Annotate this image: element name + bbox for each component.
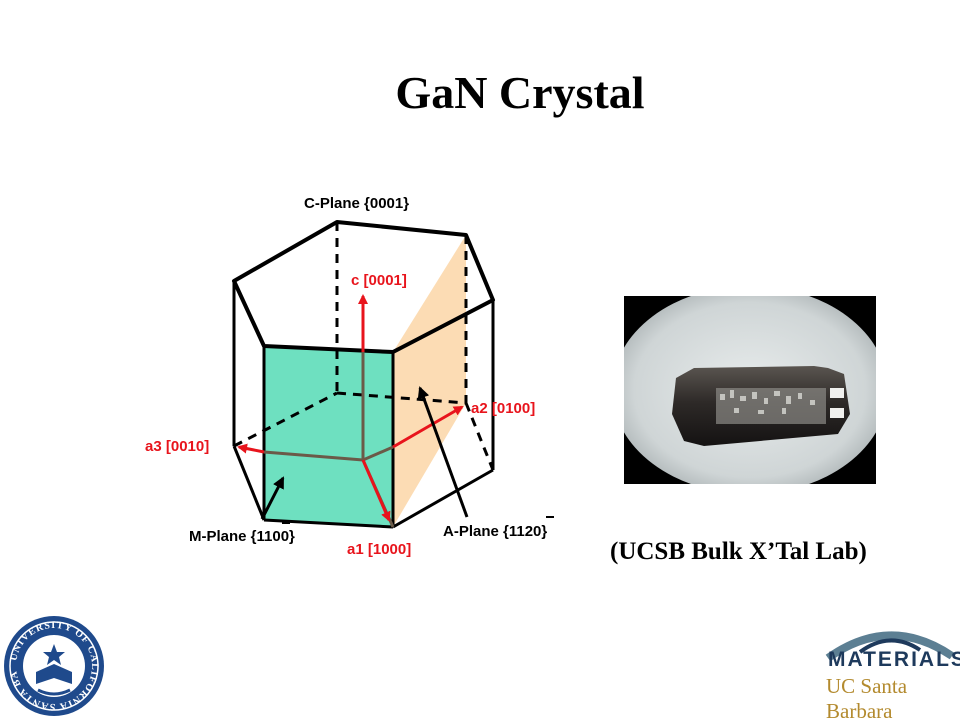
m-plane-face (264, 346, 393, 527)
c-plane-label: C-Plane {0001} (304, 195, 409, 212)
a-plane-pointer (417, 386, 469, 518)
slide-title: GaN Crystal (395, 67, 645, 118)
materials-sub: UC Santa Barbara (826, 674, 908, 723)
a2-axis-label: a2 [0100] (471, 400, 535, 417)
a1-axis-label: a1 [1000] (347, 541, 411, 558)
a-plane-label: A-Plane {1120} (443, 523, 547, 540)
a2-axis-arrow (392, 405, 464, 449)
vertical-edges (232, 281, 495, 527)
photo-caption: (UCSB Bulk X’Tal Lab) (610, 538, 867, 565)
uc-seal-logo: UNIVERSITY OF CALIFORNIA SANTA BARBARA (2, 614, 104, 716)
c-axis-label: c [0001] (351, 272, 407, 289)
a3-axis-arrow (237, 443, 265, 454)
materials-logo: MATERIALS UC Santa Barbara (820, 626, 960, 723)
crystal-photo (624, 296, 876, 484)
materials-word: MATERIALS (828, 648, 960, 671)
m-plane-label: M-Plane {1100} (189, 528, 295, 545)
m-plane-pointer (260, 476, 285, 520)
hidden-edges (233, 222, 495, 471)
a-plane-face (393, 235, 466, 527)
a1-axis-arrow (361, 459, 391, 522)
a3-axis-label: a3 [0010] (145, 438, 209, 455)
bottom-edges (232, 445, 494, 529)
